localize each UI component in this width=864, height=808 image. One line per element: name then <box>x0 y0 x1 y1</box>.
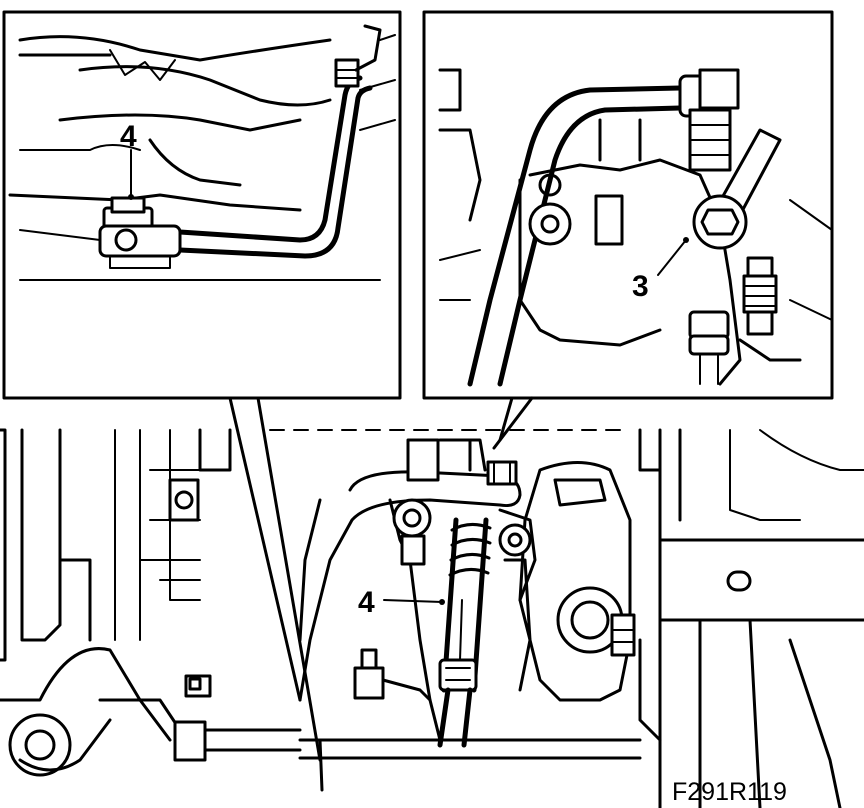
callout-dot-main <box>439 599 445 605</box>
callout-leader-main <box>383 599 443 603</box>
inset-right-detail <box>422 10 834 450</box>
callout-label-inset-right: 3 <box>632 270 649 303</box>
callout-label-main: 4 <box>358 586 375 619</box>
inset-left-detail <box>2 10 402 792</box>
main-engine-view <box>0 428 864 808</box>
callout-label-inset-left: 4 <box>120 120 137 153</box>
figure-reference-code: F291R119 <box>672 778 787 806</box>
